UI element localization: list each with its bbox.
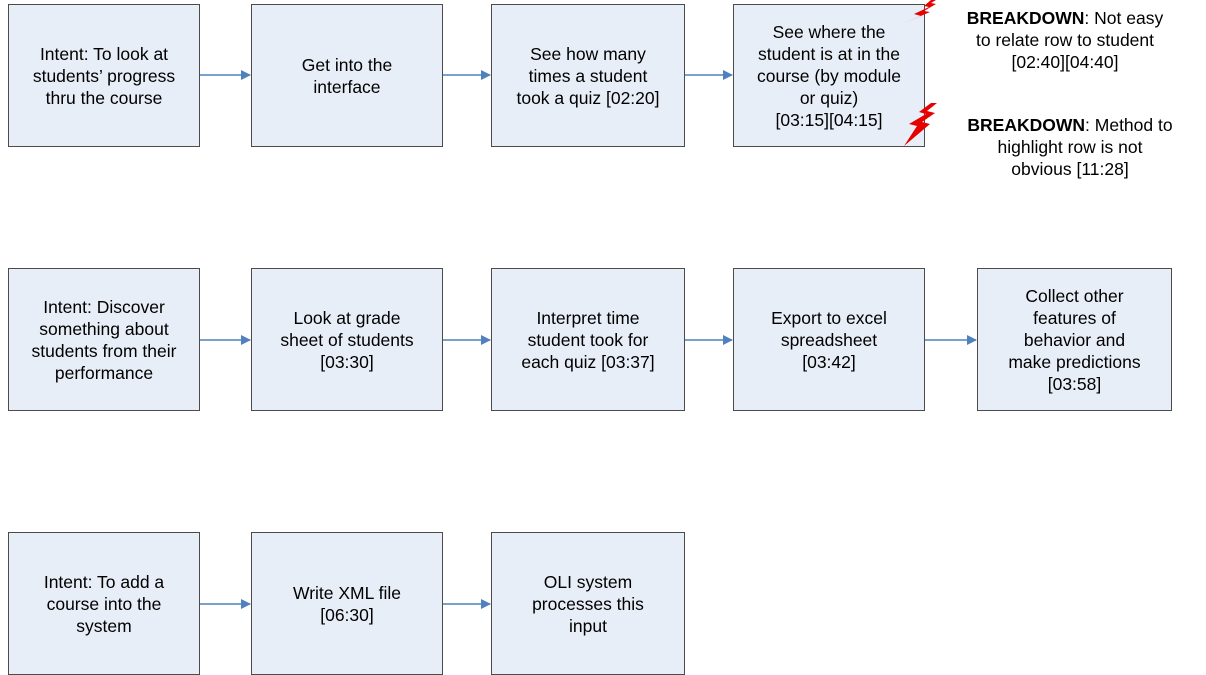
step-box-r2-5: Collect other features of behavior and m… <box>977 268 1172 411</box>
breakdown-text: : Not easy to relate row to student [02:… <box>975 8 1164 72</box>
breakdown-tag: BREAKDOWN <box>966 8 1085 28</box>
step-box-r1-4: See where the student is at in the cours… <box>733 4 925 147</box>
step-box-r3-3: OLI system processes this input <box>491 532 685 675</box>
breakdown-note-1: BREAKDOWN: Not easy to relate row to stu… <box>930 0 1200 73</box>
lightning-icon <box>904 103 937 146</box>
step-box-r1-1: Intent: To look at students’ progress th… <box>8 4 200 147</box>
step-box-r2-2: Look at grade sheet of students [03:30] <box>251 268 443 411</box>
lightning-icon <box>902 0 936 24</box>
breakdown-note-2: BREAKDOWN: Method to highlight row is no… <box>935 92 1205 180</box>
breakdown-tag: BREAKDOWN <box>967 115 1086 135</box>
step-box-r2-1: Intent: Discover something about student… <box>8 268 200 411</box>
step-box-r3-2: Write XML file [06:30] <box>251 532 443 675</box>
step-box-r2-4: Export to excel spreadsheet [03:42] <box>733 268 925 411</box>
step-box-r2-3: Interpret time student took for each qui… <box>491 268 685 411</box>
breakdown-text: : Method to highlight row is not obvious… <box>997 115 1173 179</box>
step-box-r3-1: Intent: To add a course into the system <box>8 532 200 675</box>
step-box-r1-2: Get into the interface <box>251 4 443 147</box>
step-box-r1-3: See how many times a student took a quiz… <box>491 4 685 147</box>
